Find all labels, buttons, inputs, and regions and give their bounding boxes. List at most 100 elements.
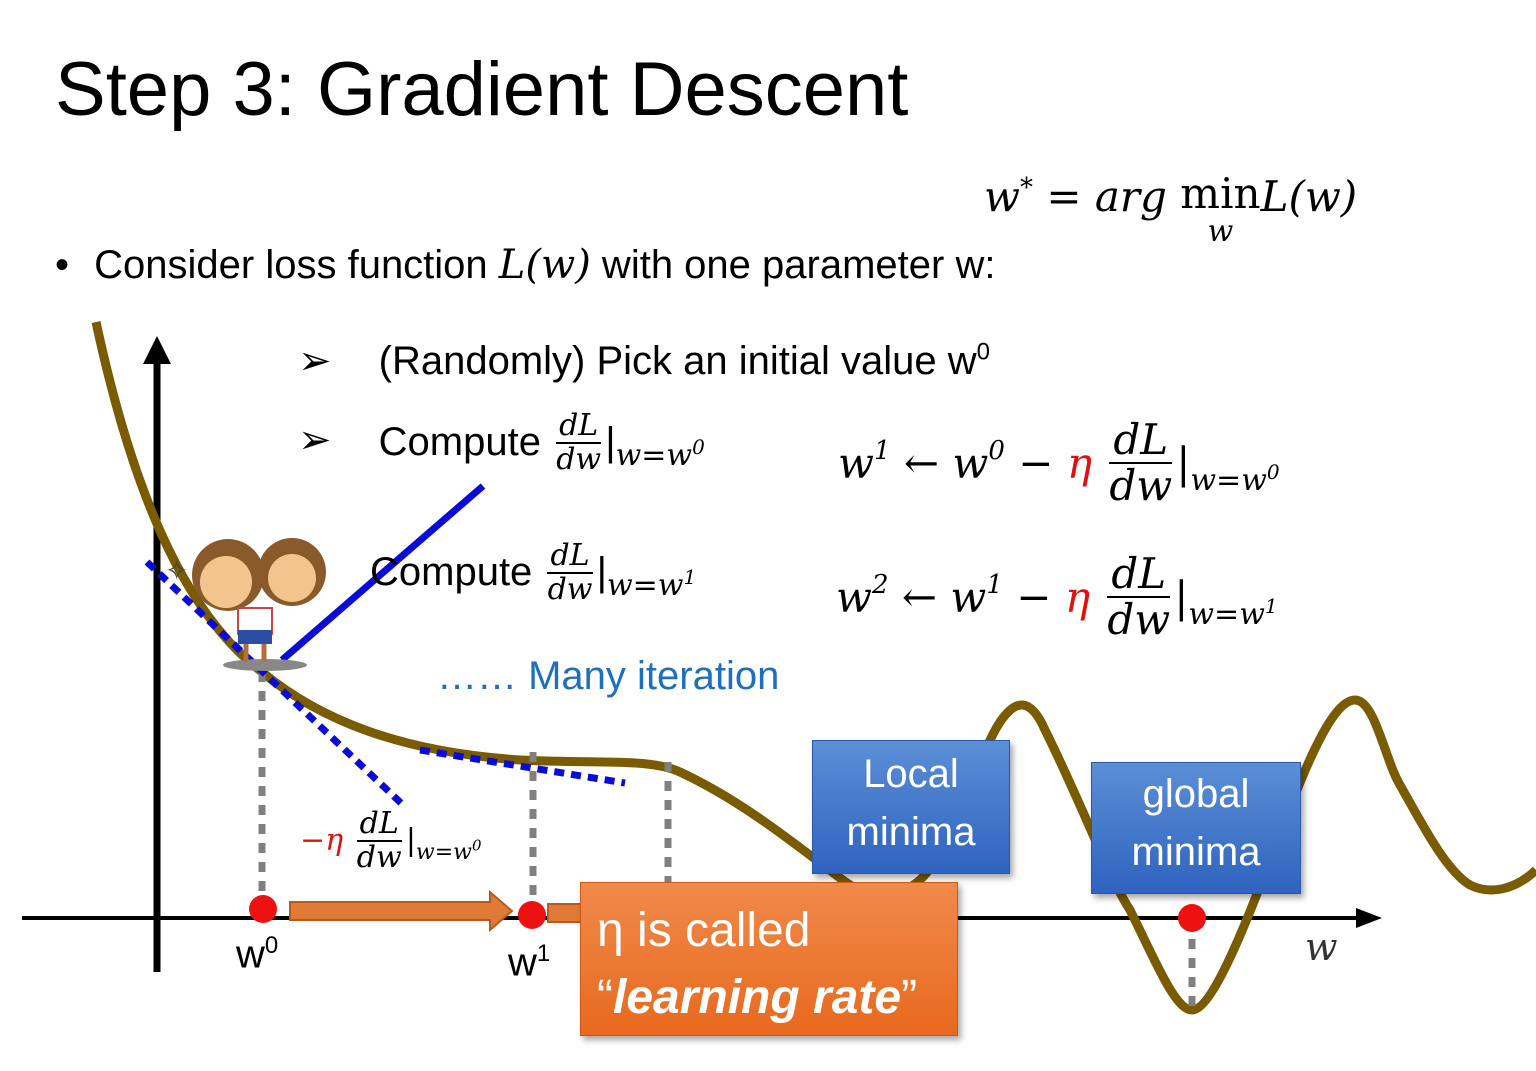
step-2-eval: w=w0 xyxy=(616,435,705,473)
learning-rate-line1: η is called xyxy=(597,904,811,957)
local-minima-line2: minima xyxy=(846,810,976,854)
step-label-frac-den: dw xyxy=(356,839,402,875)
label-w0: w0 xyxy=(236,932,278,977)
step-2-marker: ➢ xyxy=(298,418,332,463)
step-compute-w0: ➢ Compute dL dw |w=w0 xyxy=(298,410,705,475)
local-minima-line1: Local xyxy=(863,752,959,796)
step-2-text: Compute xyxy=(378,420,541,464)
objective-min: min xyxy=(1180,169,1261,218)
bullet-math: L(w) xyxy=(498,242,591,288)
learning-rate-emph: learning rate xyxy=(612,971,902,1025)
bullet-icon: • xyxy=(55,243,70,287)
update-1-eval: w=w0 xyxy=(1190,460,1280,499)
update-2-eta: η xyxy=(1064,572,1091,622)
page-title: Step 3: Gradient Descent xyxy=(55,47,909,132)
step-label-bar: | xyxy=(405,823,416,858)
point-w1 xyxy=(518,901,546,929)
step-1-marker: ➢ xyxy=(298,339,332,383)
step-3-eval-sup: 1 xyxy=(683,565,697,590)
slope-line xyxy=(279,483,486,663)
label-w0-base: w xyxy=(236,932,265,977)
global-minima-line1: global xyxy=(1142,772,1250,816)
step-label-minus-eta: −η xyxy=(300,823,344,858)
step-2-frac-num: dL xyxy=(556,410,602,444)
step-3-text: Compute xyxy=(370,550,533,594)
step-2-fraction: dL dw xyxy=(556,410,602,477)
update-2-frac-num: dL xyxy=(1107,551,1171,599)
learning-rate-box: η is called “learning rate” xyxy=(580,882,958,1036)
tangent-w1 xyxy=(419,746,626,787)
point-w0 xyxy=(249,895,277,923)
step-label-eval-sub: w=w xyxy=(415,839,473,865)
update-1-frac-num: dL xyxy=(1109,417,1173,465)
update-2-eval-sup: 1 xyxy=(1264,594,1278,619)
update-2-w: w xyxy=(950,572,987,622)
step-size-label: −η dL dw |w=w0 xyxy=(300,808,482,873)
tangent-w0 xyxy=(144,559,405,807)
update-2-w-sup: 1 xyxy=(986,570,1003,601)
update-2-arrow: ← xyxy=(901,572,938,622)
step-label-frac-num: dL xyxy=(356,808,402,842)
label-w1: w1 xyxy=(508,940,550,985)
learning-rate-close-quote: ” xyxy=(901,971,918,1025)
label-w1-base: w xyxy=(508,940,537,985)
step-3-frac-den: dw xyxy=(547,571,593,607)
monkey-mascot xyxy=(192,538,326,671)
step-arrow xyxy=(289,889,514,933)
update-2-lhs-sup: 2 xyxy=(871,570,889,601)
bullet-text-before: Consider loss function xyxy=(94,243,499,287)
objective-formula: w* = arg min w L(w) xyxy=(984,169,1358,250)
update-1-w: w xyxy=(952,438,989,488)
update-1-bar: | xyxy=(1176,438,1191,488)
step-label-eval-sup: 0 xyxy=(472,836,482,855)
sparkle-icon: ✧ xyxy=(165,554,188,587)
bullet-text-after: with one parameter w: xyxy=(590,243,996,287)
global-minima-line2: minima xyxy=(1131,830,1261,874)
y-axis-arrowhead xyxy=(143,336,171,364)
label-w1-sup: 1 xyxy=(536,940,551,967)
update-1-eval-sub: w=w xyxy=(1190,463,1267,499)
loss-curve xyxy=(91,321,1536,1015)
objective-lhs: w xyxy=(984,172,1020,221)
step-compute-w1: Compute dL dw |w=w1 xyxy=(370,540,696,605)
update-2-bar: | xyxy=(1174,572,1189,622)
step-1-sup: 0 xyxy=(976,338,991,366)
update-2-fraction: dL dw xyxy=(1107,551,1171,645)
update-2-minus: − xyxy=(1016,572,1052,622)
update-2-frac-den: dw xyxy=(1107,595,1171,645)
update-1-lhs: w xyxy=(838,438,874,488)
update-1-lhs-sup: 1 xyxy=(873,436,891,467)
objective-min-sub: w xyxy=(1207,214,1234,250)
learning-rate-line2: “learning rate” xyxy=(597,964,957,1031)
step-3-bar: | xyxy=(596,550,607,594)
step-2-frac-den: dw xyxy=(556,441,602,477)
update-1-eta: η xyxy=(1066,438,1093,488)
step-3-fraction: dL dw xyxy=(547,540,593,607)
step-3-frac-num: dL xyxy=(547,540,593,574)
x-axis-arrowhead xyxy=(1356,908,1382,928)
objective-rhs: L(w) xyxy=(1260,172,1358,221)
learning-rate-open-quote: “ xyxy=(597,971,613,1025)
step-label-eval: w=w0 xyxy=(415,836,482,865)
step-label-fraction: dL dw xyxy=(356,808,402,875)
step-2-bar: | xyxy=(605,420,616,464)
step-2-eval-sup: 0 xyxy=(692,435,705,460)
update-2-eval: w=w1 xyxy=(1188,594,1278,633)
objective-lhs-sup: * xyxy=(1019,173,1033,203)
update-2-eval-sub: w=w xyxy=(1188,597,1265,633)
objective-eq: = xyxy=(1046,172,1082,221)
local-minima-box: Local minima xyxy=(812,740,1010,874)
update-1-frac-den: dw xyxy=(1109,461,1173,511)
iteration-note: …… Many iteration xyxy=(437,654,780,698)
bullet-line: • Consider loss function L(w) with one p… xyxy=(55,242,995,288)
update-1-fraction: dL dw xyxy=(1109,417,1173,511)
global-minima-box: global minima xyxy=(1091,762,1301,894)
update-1-eval-sup: 0 xyxy=(1266,460,1280,485)
update-equation-2: w2 ← w1 − η dL dw |w=w1 xyxy=(836,551,1278,645)
objective-arg: arg xyxy=(1094,172,1167,221)
update-1-w-sup: 0 xyxy=(988,436,1005,467)
step-3-eval: w=w1 xyxy=(607,565,697,603)
update-equation-1: w1 ← w0 − η dL dw |w=w0 xyxy=(838,417,1280,511)
label-w0-sup: 0 xyxy=(264,932,279,959)
